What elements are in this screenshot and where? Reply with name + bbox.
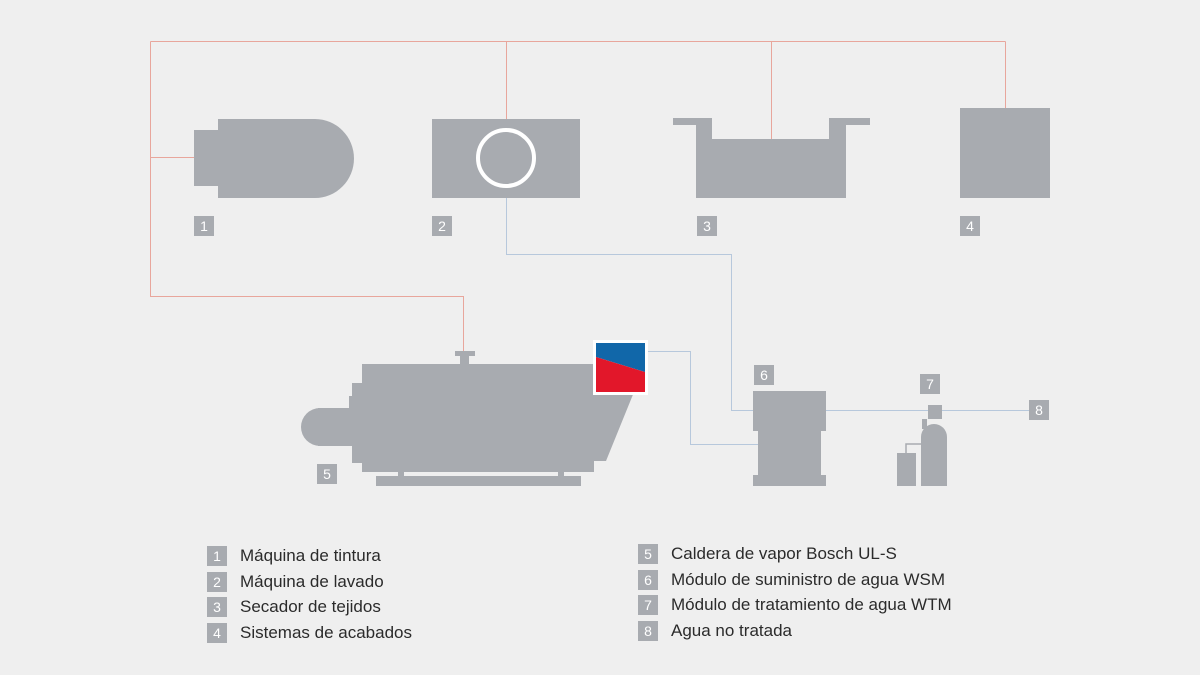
badge-number: 8 [1035,402,1043,418]
steam-lines [150,41,1006,352]
bosch-logo-panel [593,340,648,395]
badge-number: 6 [760,367,768,383]
legend-number: 1 [213,548,221,564]
legend-number: 8 [644,622,652,639]
legend-badge: 3 [207,597,227,617]
badge-finishing-systems: 4 [960,216,980,236]
badge-washing-machine: 2 [432,216,452,236]
badge-number: 2 [438,218,446,234]
badge-number: 5 [323,466,331,482]
badge-number: 4 [966,218,974,234]
fabric-dryer [673,118,870,198]
badge-number: 1 [200,218,208,234]
legend-badge: 4 [207,622,227,643]
legend-label: Sistemas de acabados [240,622,412,642]
water-supply-module [753,391,826,486]
badge-steam-boiler: 5 [317,464,337,484]
legend-badge: 1 [207,546,227,566]
water-line-washing-to-wsm [506,198,753,411]
badge-water-treatment-module: 7 [920,374,940,394]
legend-badge: 8 [638,620,658,641]
steam-boiler [301,351,634,486]
badge-fabric-dryer: 3 [697,216,717,236]
legend-label: Secador de tejidos [240,597,381,616]
water-line-boiler-to-wsm [645,351,758,445]
legend-number: 4 [213,624,221,641]
legend-label: Módulo de tratamiento de agua WTM [671,595,952,614]
washing-machine [432,119,580,198]
badge-water-supply-module: 6 [754,365,774,385]
legend-number: 6 [644,571,652,588]
legend-number: 5 [644,546,652,562]
badge-number: 3 [703,218,711,234]
legend-label: Agua no tratada [671,620,792,640]
water-treatment-module [897,405,947,486]
legend-badge: 7 [638,595,658,615]
legend-number: 7 [644,597,652,613]
legend-label: Máquina de tintura [240,546,381,565]
legend-number: 3 [213,599,221,615]
dyeing-machine [194,119,354,198]
legend-label: Caldera de vapor Bosch UL-S [671,544,897,563]
legend-number: 2 [213,573,221,590]
legend-badge: 6 [638,569,658,590]
legend-badge: 2 [207,571,227,592]
finishing-systems [960,108,1050,198]
badge-number: 7 [926,376,934,392]
treatment-valve [928,405,942,419]
water-lines [506,198,1029,445]
washing-drum-icon [476,128,536,188]
legend-label: Máquina de lavado [240,571,384,591]
badge-raw-water: 8 [1029,400,1049,420]
legend-badge: 5 [638,544,658,564]
legend-label: Módulo de suministro de agua WSM [671,569,946,589]
steam-line-boiler [150,41,464,352]
badge-dyeing-machine: 1 [194,216,214,236]
